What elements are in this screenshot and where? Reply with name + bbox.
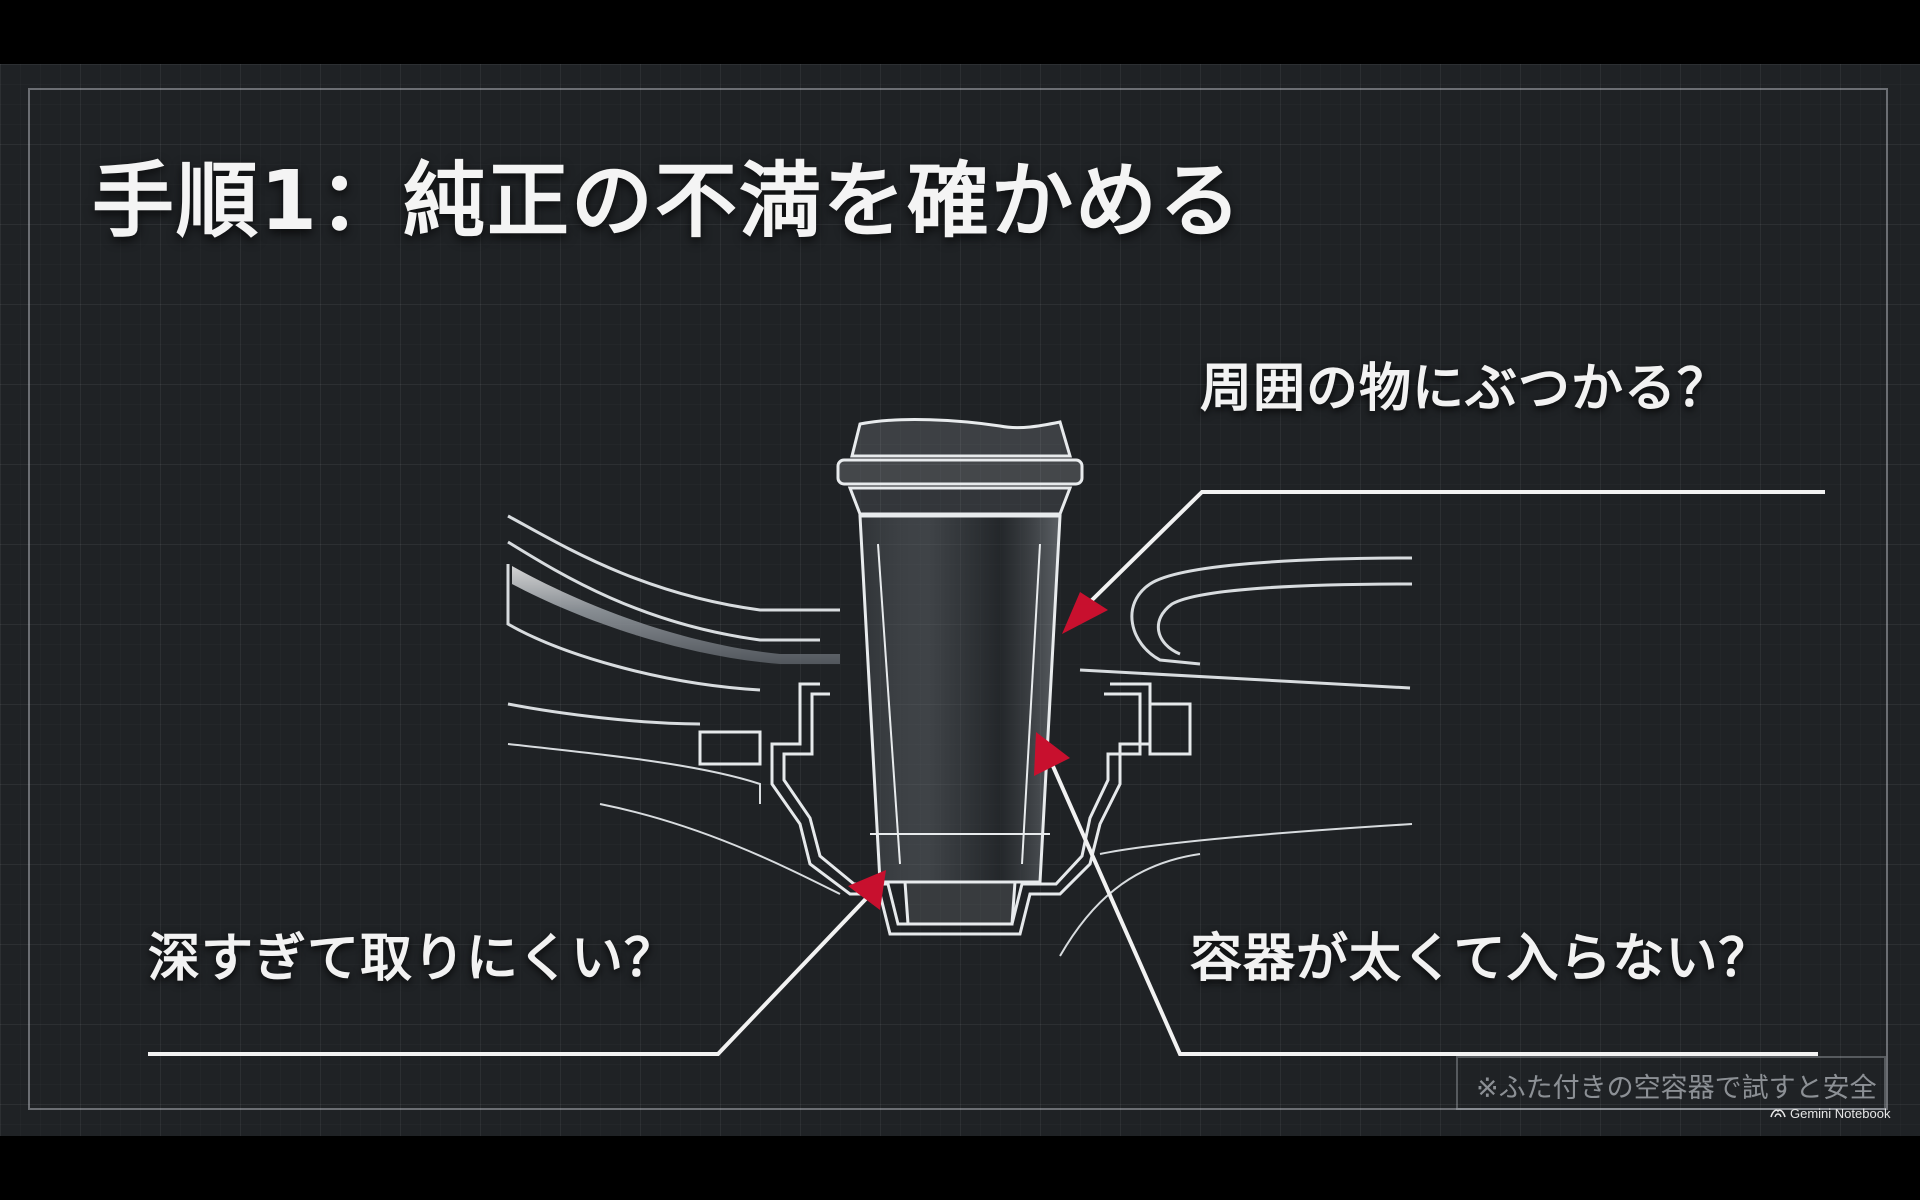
callout-too-wide: 容器が太くて入らない？: [1190, 929, 1772, 989]
leader-line-left: [148, 882, 882, 1056]
brand-label: Gemini Notebook: [1790, 1105, 1891, 1121]
slide-frame: [28, 88, 1888, 1110]
callout-too-deep: 深すぎて取りにくい？: [148, 929, 677, 989]
cup: [836, 418, 1084, 926]
slide-title: 手順1：純正の不満を確かめる: [92, 154, 1244, 249]
brand-watermark: Gemini Notebook: [1770, 1104, 1890, 1122]
leader-line-right: [1050, 763, 1818, 1056]
callout-collision: 周囲の物にぶつかる？: [1200, 359, 1731, 419]
notebook-logo-icon: [1770, 1109, 1786, 1118]
arrow-left: [848, 870, 886, 910]
cup-holder-illustration: [148, 418, 1825, 1056]
leader-lines: [148, 490, 1825, 1056]
arrow-top: [1062, 592, 1108, 634]
slide: 手順1：純正の不満を確かめる: [0, 64, 1920, 1136]
console-right-arm: [1059, 556, 1413, 957]
leader-line-top: [1088, 490, 1825, 604]
console-left-arm: [506, 514, 841, 895]
arrow-right: [1034, 732, 1070, 776]
console-left-trim: [512, 566, 840, 664]
red-arrows: [848, 592, 1108, 910]
note-box: [1456, 1056, 1886, 1110]
safety-note: ※ふた付きの空容器で試すと安全: [1476, 1073, 1877, 1104]
